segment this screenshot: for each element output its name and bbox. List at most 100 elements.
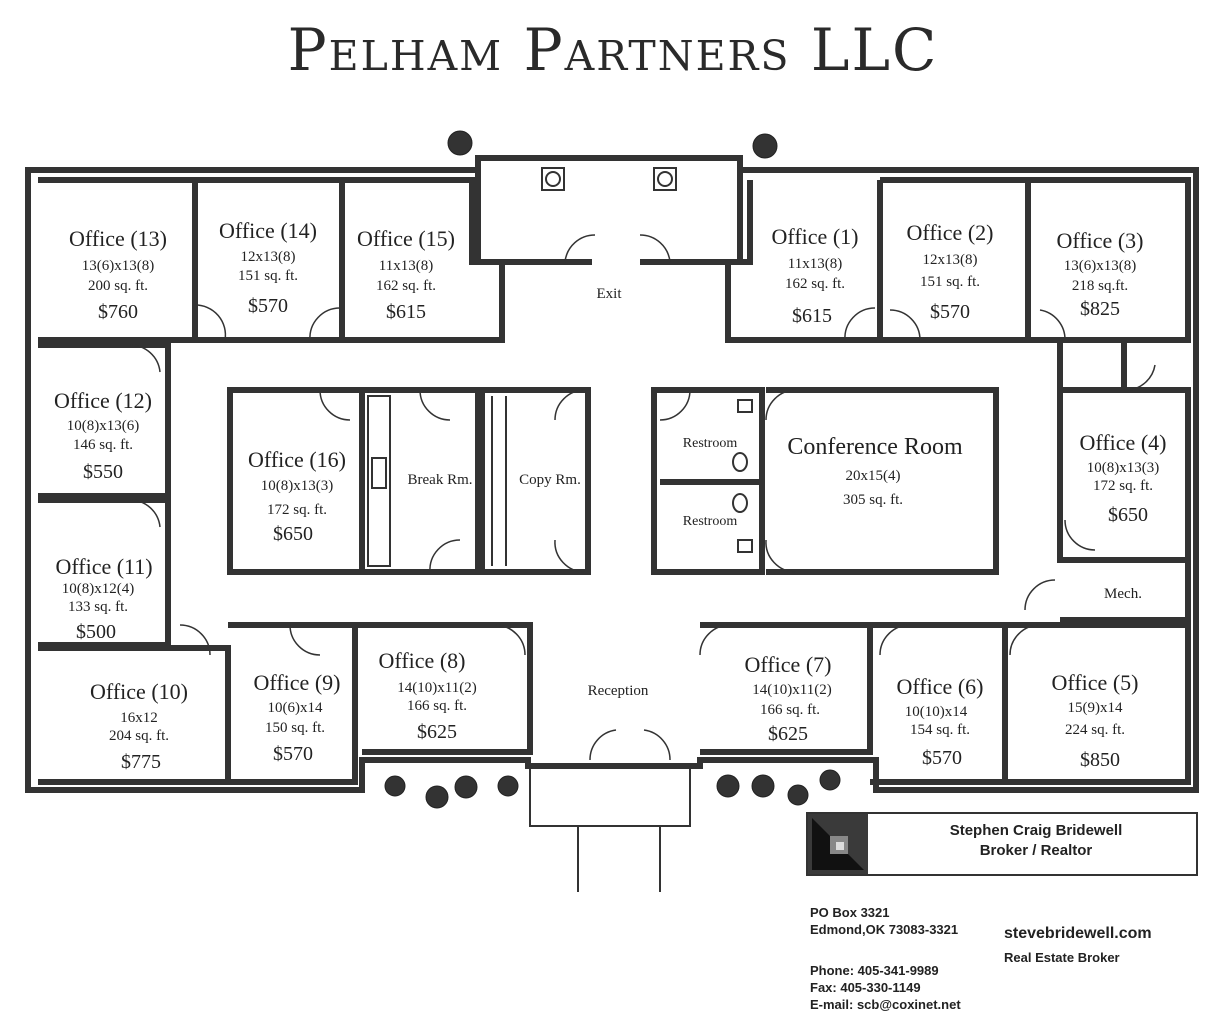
room-office-12: Office (12)10(8)x13(6)146 sq. ft.$550 [54, 388, 152, 483]
room-dims: 12x13(8) [923, 252, 978, 268]
room-price: $500 [76, 621, 116, 643]
label-conference-room: Conference Room [787, 434, 963, 460]
label-exit: Exit [597, 286, 623, 302]
door-swing [765, 539, 797, 573]
wall-office-1 [725, 180, 883, 343]
shrub-icon [752, 133, 778, 159]
room-dims: 10(8)x13(3) [261, 478, 333, 494]
room-price: $650 [1108, 504, 1148, 526]
wall-office-2 [880, 177, 1031, 343]
room-office-1: Office (1)11x13(8)162 sq. ft.$615 [772, 224, 859, 327]
room-name: Office (12) [54, 388, 152, 413]
shrub-icon [819, 769, 841, 791]
room-dims: 10(6)x14 [268, 700, 323, 716]
toilet [732, 493, 748, 513]
door-swing [589, 729, 671, 761]
room-price: $570 [922, 747, 962, 769]
label-conference-area: 305 sq. ft. [843, 492, 903, 508]
room-name: Office (14) [219, 218, 317, 243]
room-price: $850 [1080, 749, 1120, 771]
fax: Fax: 405-330-1149 [810, 980, 921, 995]
room-area: 151 sq. ft. [238, 268, 298, 284]
room-dims: 12x13(8) [241, 249, 296, 265]
shrub-icon [787, 784, 809, 806]
lobby-fixture [657, 171, 673, 187]
wall-office-5 [1005, 622, 1191, 785]
room-area: 200 sq. ft. [88, 278, 148, 294]
door-swing [1039, 309, 1066, 341]
wall-restrooms [651, 387, 765, 575]
break-room-counter [367, 395, 391, 567]
room-dims: 10(8)x13(3) [1087, 460, 1159, 476]
door-swing [194, 304, 227, 341]
door-swing [889, 309, 921, 341]
room-name: Office (2) [907, 220, 994, 245]
room-area: 146 sq. ft. [73, 437, 133, 453]
door-swing [1009, 624, 1041, 656]
label-break-room: Break Rm. [408, 472, 473, 488]
door-swing [179, 624, 211, 656]
break-room-sink [371, 457, 387, 489]
website-link[interactable]: stevebridewell.com [1004, 925, 1152, 942]
address-line-2: Edmond,OK 73083-3321 [810, 922, 959, 937]
room-name: Office (15) [357, 226, 455, 251]
room-dims: 10(10)x14 [905, 704, 968, 720]
room-price: $570 [248, 295, 288, 317]
wall-closets [1057, 340, 1127, 390]
room-area: 151 sq. ft. [920, 274, 980, 290]
door-swing [309, 307, 341, 341]
door-swing [494, 624, 526, 656]
lobby-fixture [653, 167, 677, 191]
shrub-icon [384, 775, 406, 797]
shrub-icon [447, 130, 473, 156]
shrub-icon [425, 785, 449, 809]
door-swing [554, 539, 586, 573]
sink [737, 399, 753, 413]
door-swing [879, 624, 911, 656]
room-price: $650 [273, 523, 313, 545]
door-swing [129, 499, 161, 528]
room-area: 162 sq. ft. [785, 276, 845, 292]
room-office-7: Office (7)14(10)x11(2)166 sq. ft.$625 [745, 652, 832, 745]
broker-role: Broker / Realtor [979, 842, 1093, 859]
email-link[interactable]: E-mail: scb@coxinet.net [810, 997, 961, 1012]
room-price: $615 [792, 305, 832, 327]
toilet [732, 452, 748, 472]
room-office-11: Office (11)10(8)x12(4)133 sq. ft.$500 [55, 554, 152, 643]
room-price: $550 [83, 461, 123, 483]
room-office-15: Office (15)11x13(8)162 sq. ft.$615 [357, 226, 455, 323]
room-dims: 13(6)x13(8) [82, 258, 154, 274]
room-dims: 11x13(8) [788, 256, 842, 272]
room-price: $825 [1080, 298, 1120, 320]
room-price: $760 [98, 301, 138, 323]
label-conference-dims: 20x15(4) [846, 468, 901, 484]
room-area: 172 sq. ft. [1093, 478, 1153, 494]
door-swing [289, 624, 321, 656]
label-restroom: Restroom [683, 514, 738, 529]
room-name: Office (3) [1057, 228, 1144, 253]
room-name: Office (16) [248, 447, 346, 472]
room-name: Office (9) [254, 670, 341, 695]
room-name: Office (8) [379, 648, 466, 673]
room-area: 218 sq.ft. [1072, 278, 1128, 294]
wall-office-6 [870, 622, 1008, 785]
shrub-icon [454, 775, 478, 799]
label-copy-room: Copy Rm. [519, 472, 581, 488]
room-dims: 11x13(8) [379, 258, 433, 274]
door-swing [429, 539, 461, 573]
room-dims: 13(6)x13(8) [1064, 258, 1136, 274]
shrub-icon [497, 775, 519, 797]
room-area: 172 sq. ft. [267, 502, 327, 518]
wall-office-8 [355, 622, 533, 755]
shrubs [384, 130, 841, 809]
broker-logo-icon [808, 814, 868, 874]
room-area: 224 sq. ft. [1065, 722, 1125, 738]
phone: Phone: 405-341-9989 [810, 963, 939, 978]
room-name: Office (11) [55, 554, 152, 579]
wall-office-12 [38, 342, 171, 499]
room-name: Office (4) [1080, 430, 1167, 455]
